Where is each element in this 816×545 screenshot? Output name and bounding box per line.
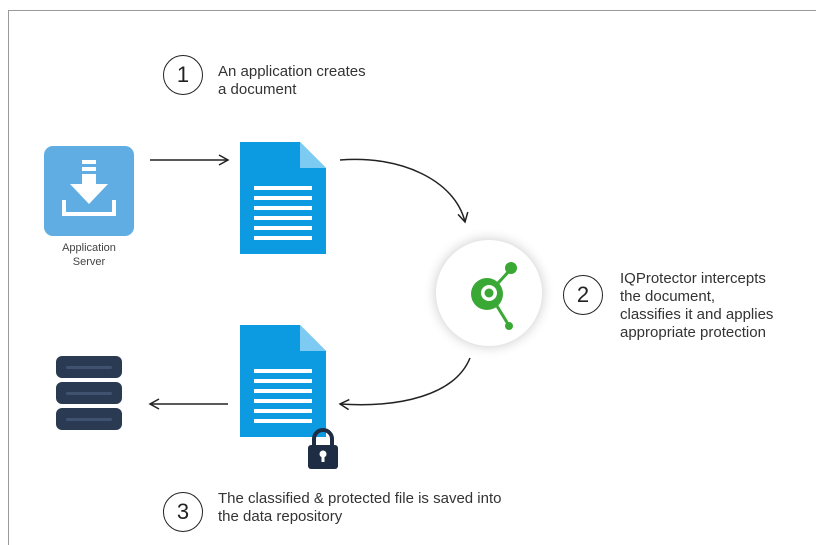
lock-icon bbox=[306, 428, 340, 475]
database-disk bbox=[56, 408, 122, 430]
step-3-number: 3 bbox=[163, 492, 203, 532]
iqprotector-logo bbox=[436, 240, 542, 346]
arrow-iqprotector-to-document bbox=[338, 357, 471, 411]
protected-document-icon bbox=[240, 325, 330, 437]
frame-left-border bbox=[8, 10, 9, 545]
step-1-line-1: An application creates bbox=[218, 63, 366, 80]
application-server-label: Application Server bbox=[36, 241, 142, 269]
frame-top-border bbox=[8, 10, 816, 11]
step-1-number: 1 bbox=[163, 55, 203, 95]
step-1-line-2: a document bbox=[218, 81, 297, 98]
step-2-description: IQProtector intercepts the document, cla… bbox=[620, 270, 773, 342]
step-2-line-2: the document, bbox=[620, 288, 716, 305]
step-2-line-3: classifies it and applies bbox=[620, 306, 774, 323]
arrow-document-to-iqprotector bbox=[339, 158, 469, 224]
server-label-line-2: Server bbox=[72, 256, 106, 268]
step-3-description: The classified & protected file is saved… bbox=[218, 490, 501, 526]
database-disk bbox=[56, 356, 122, 378]
step-2-line-1: IQProtector intercepts bbox=[620, 270, 766, 287]
database-disk bbox=[56, 382, 122, 404]
step-3-line-2: the data repository bbox=[218, 508, 343, 525]
document-icon bbox=[240, 142, 330, 254]
database-icon bbox=[56, 356, 122, 434]
step-3-line-1: The classified & protected file is saved… bbox=[218, 490, 502, 507]
step-2-line-4: appropriate protection bbox=[620, 324, 766, 341]
server-label-line-1: Application bbox=[62, 242, 116, 254]
application-server-icon bbox=[44, 146, 134, 236]
step-2-number: 2 bbox=[563, 275, 603, 315]
step-1-description: An application creates a document bbox=[218, 63, 366, 99]
download-icon bbox=[62, 160, 116, 216]
